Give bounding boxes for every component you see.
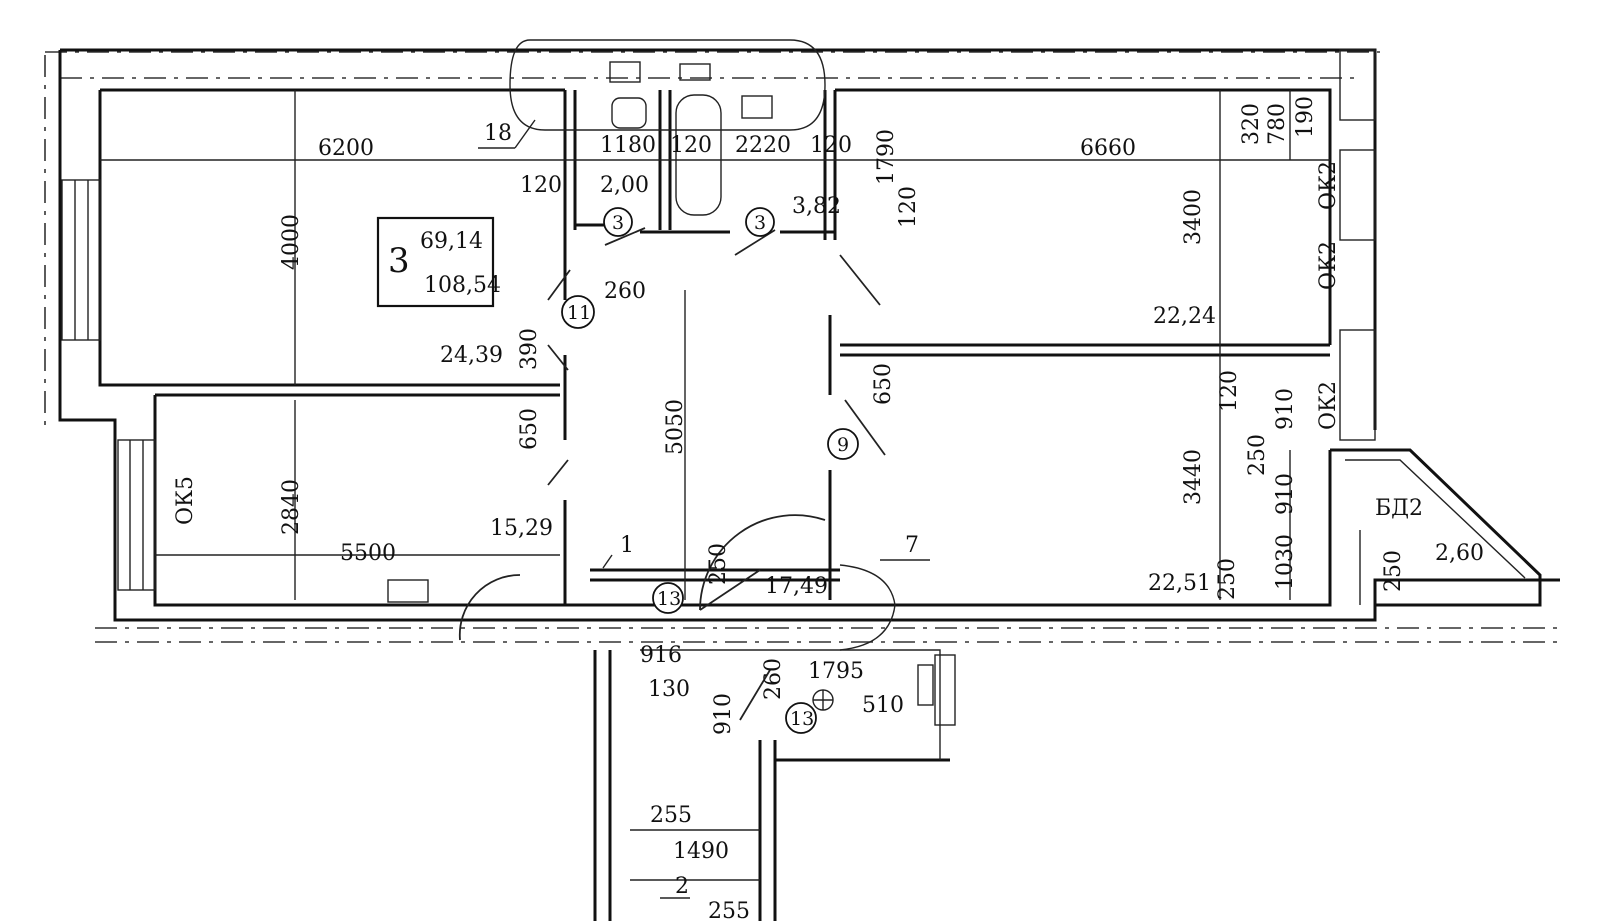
dim-h: 6660 xyxy=(1080,136,1136,161)
area-bath: 3,82 xyxy=(792,194,841,219)
total-area: 108,54 xyxy=(424,273,501,298)
balcony-door-label: БД2 xyxy=(1375,496,1423,521)
dim-h: 2220 xyxy=(735,133,791,158)
leader-label: 2 xyxy=(675,874,689,899)
door-markers: 3 3 11 9 13 13 xyxy=(561,207,859,734)
dim-v: 250 xyxy=(706,543,731,585)
element-labels: ОК2 ОК2 ОК2 ОК5 БД2 18 1 7 2 xyxy=(173,119,1423,899)
dim-v: 650 xyxy=(871,363,896,405)
rooms-count: 3 xyxy=(388,241,410,281)
dim-v: 910 xyxy=(1273,388,1298,430)
area-room-right-top: 22,24 xyxy=(1153,304,1216,329)
dim-v: 120 xyxy=(896,186,921,228)
dim-v: 2840 xyxy=(279,479,304,535)
dim-v: 4000 xyxy=(279,214,304,270)
windows xyxy=(61,49,1376,591)
window-label: ОК2 xyxy=(1316,161,1341,210)
dim-h: 130 xyxy=(648,677,690,702)
door-marker: 3 xyxy=(754,212,766,234)
dim-h: 120 xyxy=(810,133,852,158)
apartment-info-box: 3 69,14 108,54 xyxy=(376,216,501,308)
leader-label: 18 xyxy=(484,121,512,146)
dim-v: 650 xyxy=(517,408,542,450)
dim-v: 1790 xyxy=(874,129,899,185)
dim-v: 250 xyxy=(1245,434,1270,476)
dimension-lines xyxy=(100,90,1330,881)
dim-h: 1180 xyxy=(600,133,656,158)
dim-v: 910 xyxy=(1273,473,1298,515)
dim-v: 250 xyxy=(1215,558,1240,600)
dim-v: 390 xyxy=(517,328,542,370)
dim-h: 6200 xyxy=(318,136,374,161)
dim-v: 910 xyxy=(711,693,736,735)
dim-h: 5500 xyxy=(340,541,396,566)
dim-v: 260 xyxy=(761,658,786,700)
dim-v: 250 xyxy=(1381,550,1406,592)
dim-h: 255 xyxy=(650,803,692,828)
door-marker: 13 xyxy=(657,588,681,610)
area-balcony: 2,60 xyxy=(1435,541,1484,566)
dim-h: 1490 xyxy=(673,839,729,864)
living-area: 69,14 xyxy=(420,229,483,254)
window-label: ОК2 xyxy=(1316,381,1341,430)
dim-h: 255 xyxy=(708,899,750,921)
dim-v: 5050 xyxy=(663,399,688,455)
room-areas: 24,39 15,29 2,00 3,82 22,24 22,51 17,49 … xyxy=(440,173,1484,599)
area-room-left-bottom: 15,29 xyxy=(490,516,553,541)
balcony xyxy=(1330,448,1542,607)
window-label: ОК2 xyxy=(1316,241,1341,290)
area-room-right-bottom: 22,51 xyxy=(1148,571,1211,596)
door-marker: 13 xyxy=(790,708,814,730)
dim-h: 260 xyxy=(604,279,646,304)
door-marker: 11 xyxy=(567,302,591,324)
leader-label: 1 xyxy=(620,533,634,558)
dim-v: 1030 xyxy=(1273,534,1298,590)
dim-h: 510 xyxy=(862,693,904,718)
fixtures xyxy=(387,61,934,711)
dim-v: 3400 xyxy=(1181,189,1206,245)
dim-h: 1795 xyxy=(808,659,864,684)
axis-lines xyxy=(44,51,1560,643)
leader-label: 7 xyxy=(905,533,919,558)
dim-v: 3440 xyxy=(1181,449,1206,505)
door-marker: 9 xyxy=(837,434,849,456)
dimensions-horizontal: 6200 6660 1180 120 2220 120 120 260 5500… xyxy=(318,133,1136,921)
window-label: ОК5 xyxy=(173,476,198,525)
entrance-corridor xyxy=(593,649,956,921)
interior-walls xyxy=(563,90,840,605)
dim-h: 120 xyxy=(520,173,562,198)
door-marker: 3 xyxy=(612,212,624,234)
dim-v: 120 xyxy=(1217,370,1242,412)
dim-h: 916 xyxy=(640,643,682,668)
dim-v: 190 xyxy=(1293,96,1318,138)
area-hall: 17,49 xyxy=(765,574,828,599)
dim-v: 780 xyxy=(1265,103,1290,145)
dimensions-vertical: 4000 390 650 2840 5050 650 1790 120 3400… xyxy=(279,96,1406,735)
dim-h: 120 xyxy=(670,133,712,158)
area-room-left-top: 24,39 xyxy=(440,343,503,368)
area-wc: 2,00 xyxy=(600,173,649,198)
dim-v: 320 xyxy=(1239,103,1264,145)
